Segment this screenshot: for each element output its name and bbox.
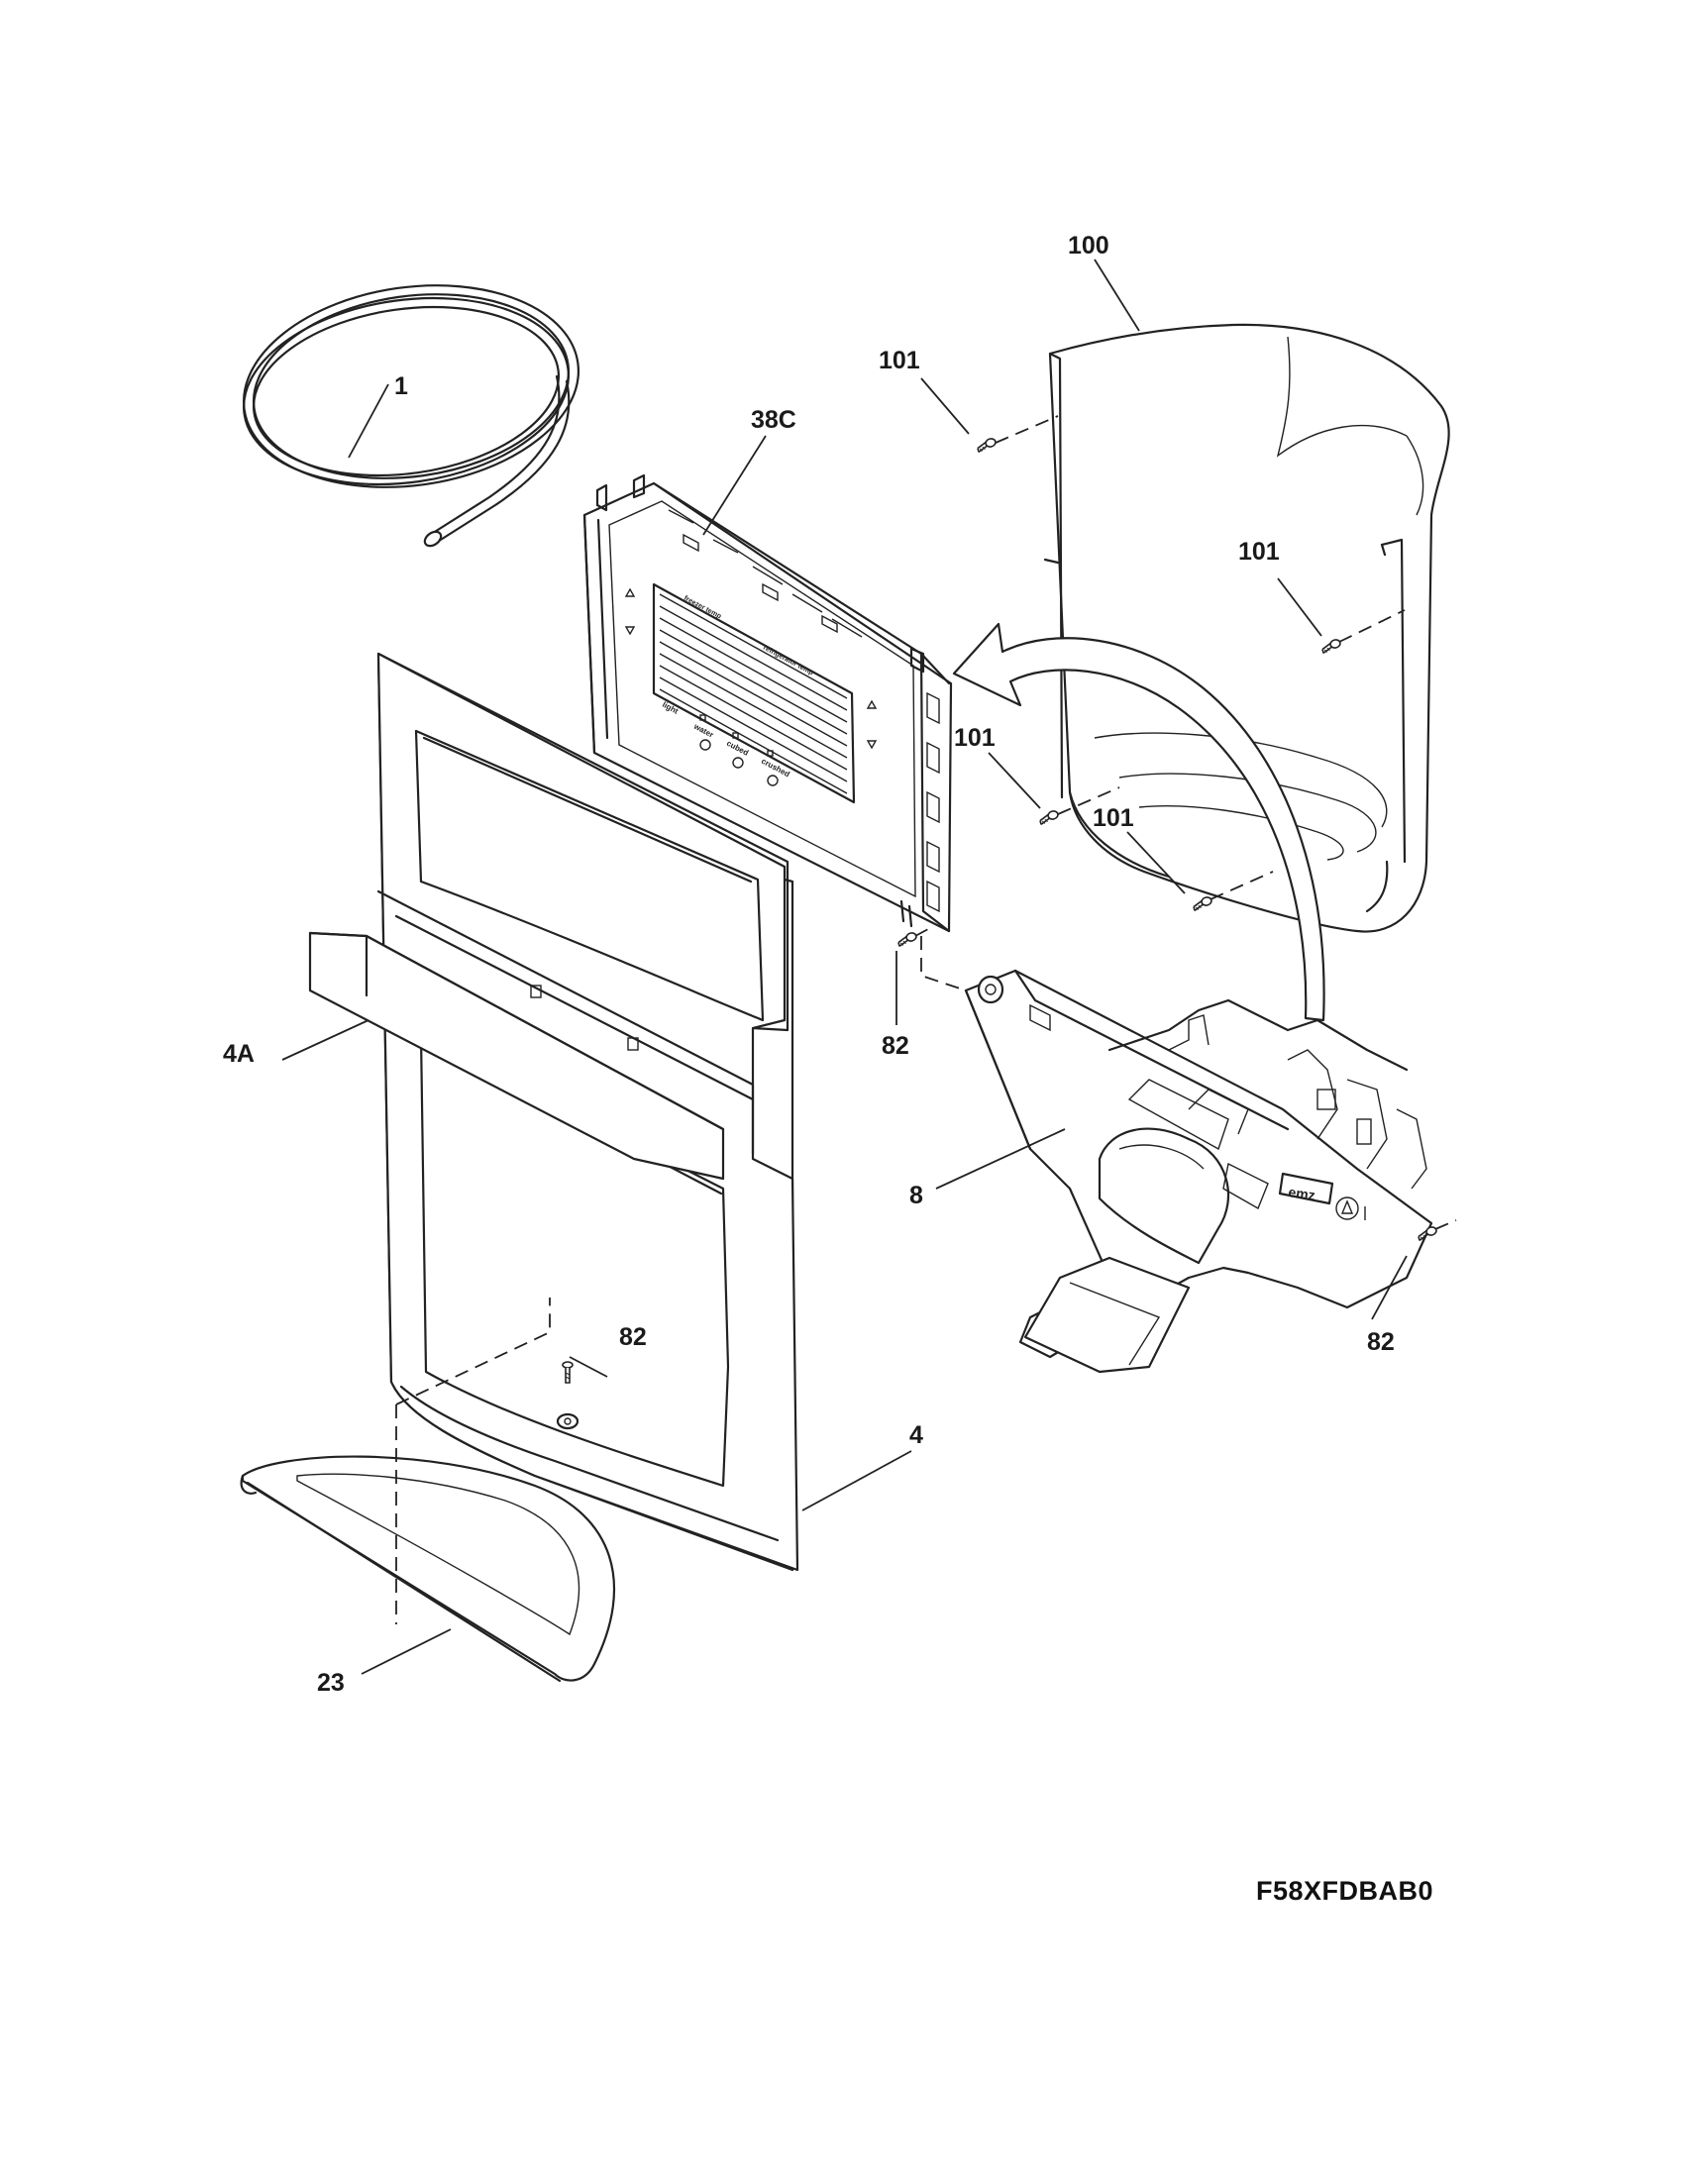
callout-4a: 4A <box>223 1040 255 1068</box>
callout-4: 4 <box>909 1421 923 1449</box>
callout-1: 1 <box>394 372 408 400</box>
control-board: freezer temp refrigerator temp light wat… <box>582 473 953 933</box>
chute-housing <box>1043 323 1450 933</box>
callout-101-a: 101 <box>879 347 920 374</box>
callout-38c: 38C <box>751 406 796 434</box>
curved-arrow-icon <box>952 622 1325 1022</box>
leader-lines <box>281 259 1408 1675</box>
drip-tray <box>240 1455 616 1683</box>
callout-100: 100 <box>1068 232 1109 260</box>
callout-labels: 1 38C 100 101 101 101 101 4A 82 8 82 82 … <box>223 232 1395 1697</box>
alignment-lines <box>395 415 1457 1624</box>
filler-strip <box>308 931 725 1181</box>
model-code: F58XFDBAB0 <box>1256 1876 1433 1906</box>
actuator-assembly: emz <box>964 969 1433 1374</box>
callout-8: 8 <box>909 1182 923 1209</box>
callout-101-c: 101 <box>954 724 996 752</box>
callout-82-c: 82 <box>619 1323 647 1351</box>
callout-101-d: 101 <box>1093 804 1134 832</box>
callout-82-b: 82 <box>1367 1328 1395 1356</box>
emz-logo: emz <box>1288 1184 1316 1203</box>
display-hatch <box>659 593 848 794</box>
callout-23: 23 <box>317 1669 345 1697</box>
callout-101-b: 101 <box>1238 538 1280 566</box>
callout-82-a: 82 <box>882 1032 909 1060</box>
tubing-coil <box>242 284 580 548</box>
